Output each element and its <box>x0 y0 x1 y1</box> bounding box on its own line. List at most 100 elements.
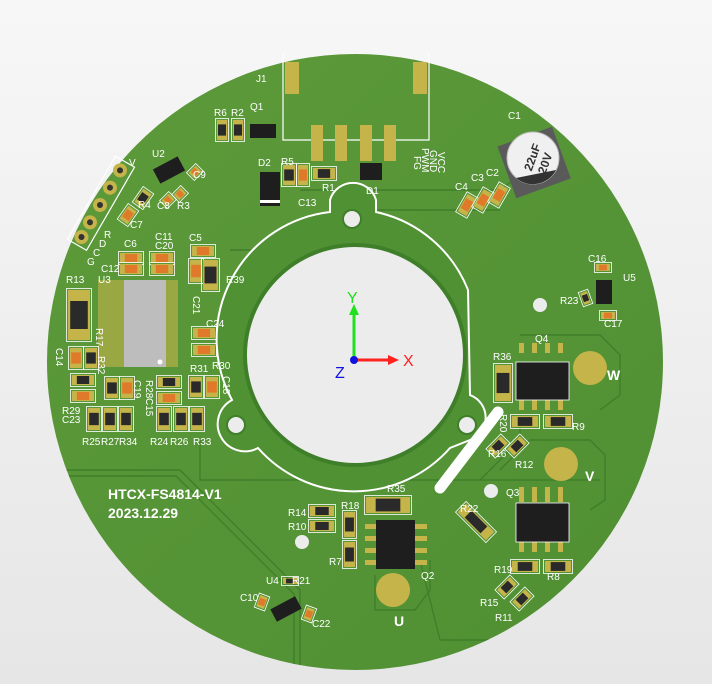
pin-label-c: C <box>93 248 100 259</box>
phase-label-u: U <box>394 613 404 629</box>
designator-c23: C23 <box>62 415 81 426</box>
designator-c8: C8 <box>157 201 170 212</box>
designator-d1: D1 <box>366 186 379 197</box>
y-axis-label: Y <box>347 290 358 307</box>
designator-r36: R36 <box>493 352 512 363</box>
designator-c24: C24 <box>206 319 225 330</box>
resistor <box>66 288 92 342</box>
resistor <box>156 375 182 389</box>
ic-u5 <box>596 280 612 304</box>
j1-pin-vcc: VCC <box>435 152 446 173</box>
designator-r16: R16 <box>488 449 507 460</box>
resistor <box>510 559 540 574</box>
designator-c21: C21 <box>190 296 201 315</box>
center-hole <box>215 181 547 549</box>
capacitor <box>300 604 318 624</box>
z-axis-label: Z <box>335 365 345 382</box>
pin-label-v: V <box>129 158 136 169</box>
ic-u3 <box>98 280 178 367</box>
resistor <box>173 406 189 432</box>
designator-r32: R32 <box>95 356 106 375</box>
designator-c12: C12 <box>101 264 120 275</box>
ic-u4 <box>270 596 302 622</box>
designator-q4: Q4 <box>535 334 549 345</box>
mosfet-q2 <box>365 520 427 569</box>
designator-r31: R31 <box>190 364 209 375</box>
capacitor <box>455 191 479 219</box>
transistor-q1 <box>250 124 276 138</box>
capacitor <box>119 376 135 400</box>
resistor <box>577 288 594 308</box>
designator-q2: Q2 <box>421 571 435 582</box>
designator-c10: C10 <box>240 593 259 604</box>
capacitor <box>185 162 205 182</box>
resistor <box>543 414 573 429</box>
resistor <box>504 433 530 459</box>
designator-u5: U5 <box>623 273 636 284</box>
capacitor <box>70 389 96 403</box>
designator-c3: C3 <box>471 173 484 184</box>
designator-r23: R23 <box>560 296 579 307</box>
capacitor <box>156 391 182 405</box>
resistor <box>156 406 172 432</box>
resistor <box>189 406 205 432</box>
designator-c4: C4 <box>455 182 468 193</box>
designator-c11: C11 <box>155 232 173 243</box>
resistor <box>342 540 357 569</box>
resistor <box>201 258 220 292</box>
designator-r13: R13 <box>66 275 85 286</box>
designator-r10: R10 <box>288 522 307 533</box>
mosfet-q4 <box>515 343 570 410</box>
x-axis-label: X <box>403 353 414 370</box>
designator-r5: R5 <box>281 157 294 168</box>
resistor <box>281 576 299 586</box>
designator-u2: U2 <box>152 149 165 160</box>
header-vrdcg <box>66 155 136 252</box>
designator-r29: R29 <box>62 406 81 417</box>
resistor <box>308 519 336 533</box>
designator-r15: R15 <box>480 598 499 609</box>
designator-c6: C6 <box>124 239 137 250</box>
capacitor <box>190 244 216 258</box>
designator-r33: R33 <box>193 437 212 448</box>
pin-label-g: G <box>87 257 95 268</box>
resistor <box>509 586 535 612</box>
resistor <box>493 363 513 403</box>
pad-u <box>376 573 410 607</box>
designator-c18: C18 <box>220 376 231 395</box>
regulator-u2 <box>152 156 186 184</box>
resistor <box>83 346 99 370</box>
capacitor <box>599 310 617 321</box>
designator-r19: R19 <box>494 565 513 576</box>
capacitor <box>68 346 84 370</box>
resistor <box>485 433 511 459</box>
capacitor <box>594 262 612 273</box>
resistor <box>308 504 336 518</box>
resistor <box>364 495 412 515</box>
designator-c15: C15 <box>143 398 154 417</box>
designator-r30: R30 <box>212 361 231 372</box>
pin-label-d: D <box>99 239 106 250</box>
designator-r28: R28 <box>143 380 154 399</box>
pin-label-r: R <box>104 230 111 241</box>
j1-pin-pwm: PWM <box>419 148 430 172</box>
designator-r2: R2 <box>231 108 244 119</box>
resistor <box>454 500 498 544</box>
capacitor <box>471 186 495 214</box>
designator-r12: R12 <box>515 460 534 471</box>
designator-r4: R4 <box>138 200 151 211</box>
designator-r1: R1 <box>322 183 335 194</box>
electrolytic-capacitor-c1: 22uF 20V <box>497 126 571 199</box>
capacitor <box>204 375 220 399</box>
designator-c22: C22 <box>312 619 331 630</box>
capacitor <box>116 202 140 228</box>
designator-c19: C19 <box>131 380 142 399</box>
designator-c7: C7 <box>130 220 143 231</box>
capacitor <box>158 190 178 210</box>
resistor <box>342 510 357 539</box>
resistor <box>86 406 102 432</box>
designator-r21: R21 <box>292 576 311 587</box>
designator-r6: R6 <box>214 108 227 119</box>
resistor <box>231 118 245 142</box>
designator-d2: D2 <box>258 158 271 169</box>
